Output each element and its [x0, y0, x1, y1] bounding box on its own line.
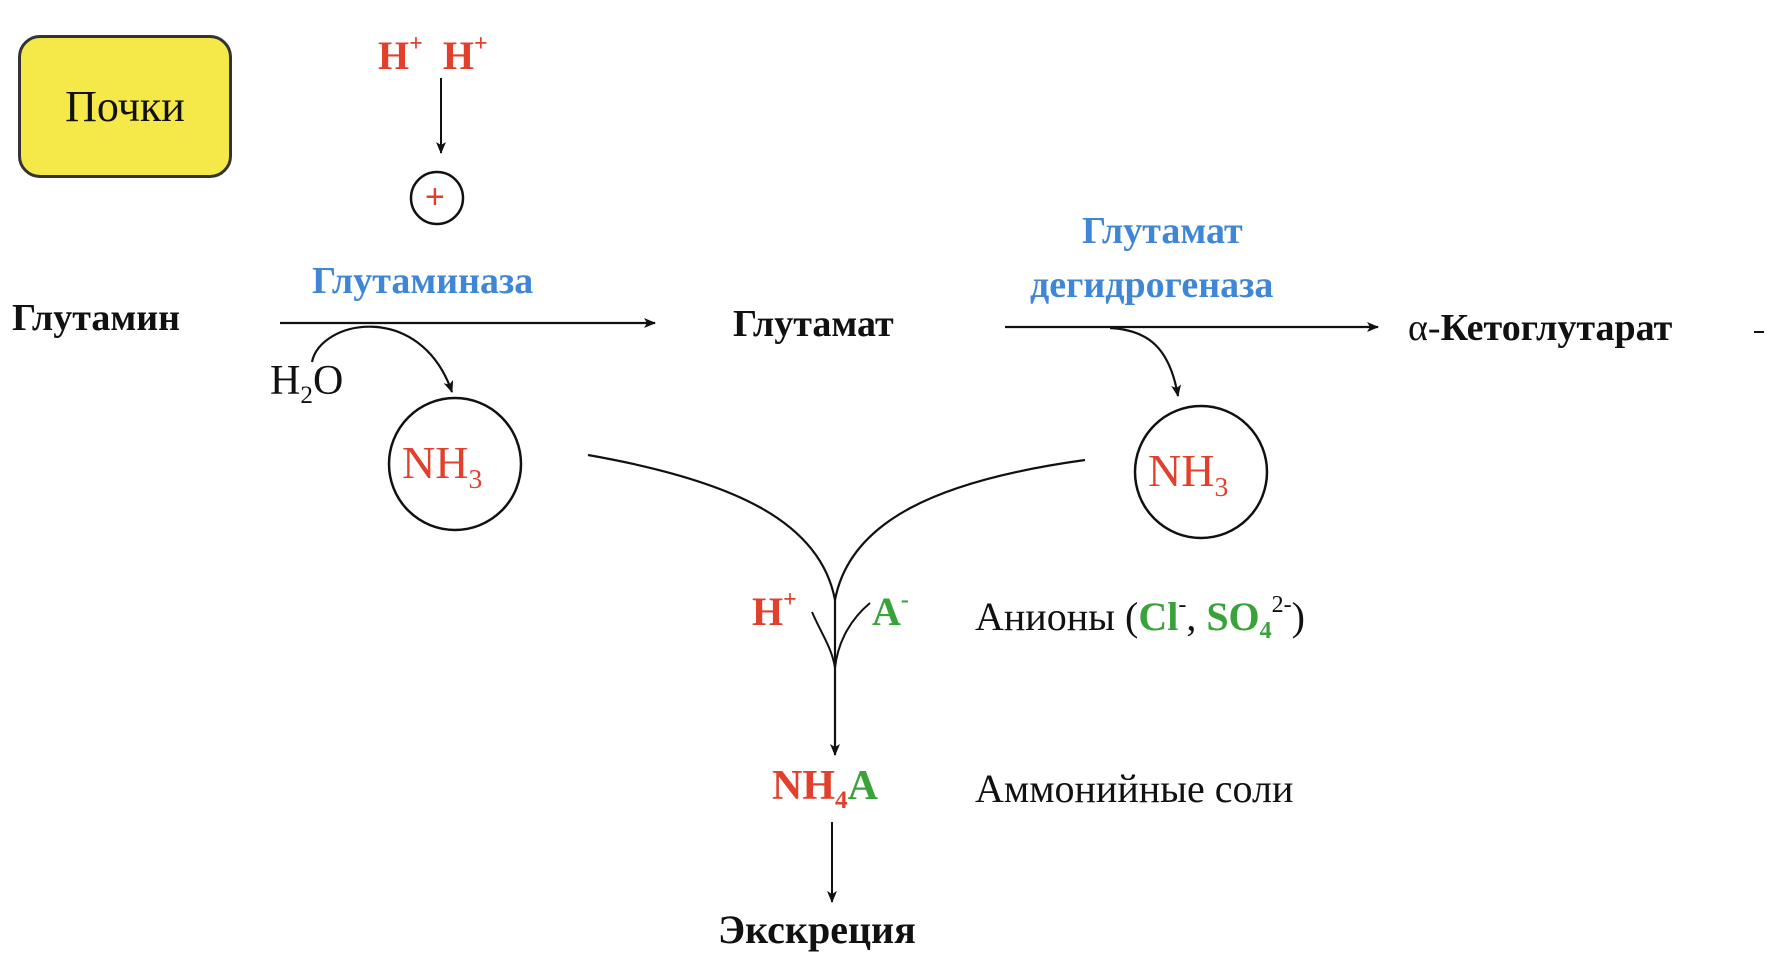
organ-box: Почки	[18, 35, 232, 178]
ammonium-salt-label: Аммонийные соли	[975, 766, 1294, 811]
glutamine-label: Глутамин	[12, 297, 181, 339]
glutamate-label: Глутамат	[733, 303, 894, 345]
glutamate-dh-label-line2: дегидрогеназа	[1030, 264, 1274, 306]
alpha-ketoglutarate-label: α-Кетоглутарат	[1408, 307, 1673, 349]
ammonia-label-left: NH3	[402, 437, 483, 494]
activator-circle	[409, 170, 465, 226]
activator-plus-icon: +	[425, 178, 445, 216]
dehydrogenase-ammonia-curve	[1109, 326, 1182, 397]
anions-label: Анионы (Cl-, SO42-)	[975, 592, 1305, 645]
water-to-ammonia-curve	[310, 325, 454, 393]
ammonia-label-right: NH3	[1148, 445, 1229, 502]
glutamate-dh-label-line1: Глутамат	[1082, 210, 1243, 252]
proton-anion-merge	[811, 602, 871, 669]
ammonia-circle-left	[387, 396, 523, 532]
ammonia-circle-right	[1133, 404, 1269, 540]
water-label: H2O	[270, 358, 344, 409]
proton-center: H+	[752, 587, 797, 634]
ammonium-salt-formula: NH4A	[772, 763, 878, 814]
excretion-label: Экскреция	[718, 907, 916, 952]
protons-top: H+ H+	[378, 31, 488, 78]
organ-label: Почки	[65, 82, 185, 131]
anion-center: A-	[872, 587, 909, 634]
glutaminase-label: Глутаминаза	[312, 260, 534, 302]
ammonia-right-converge	[833, 458, 1086, 601]
ammonia-left-converge	[587, 453, 837, 601]
